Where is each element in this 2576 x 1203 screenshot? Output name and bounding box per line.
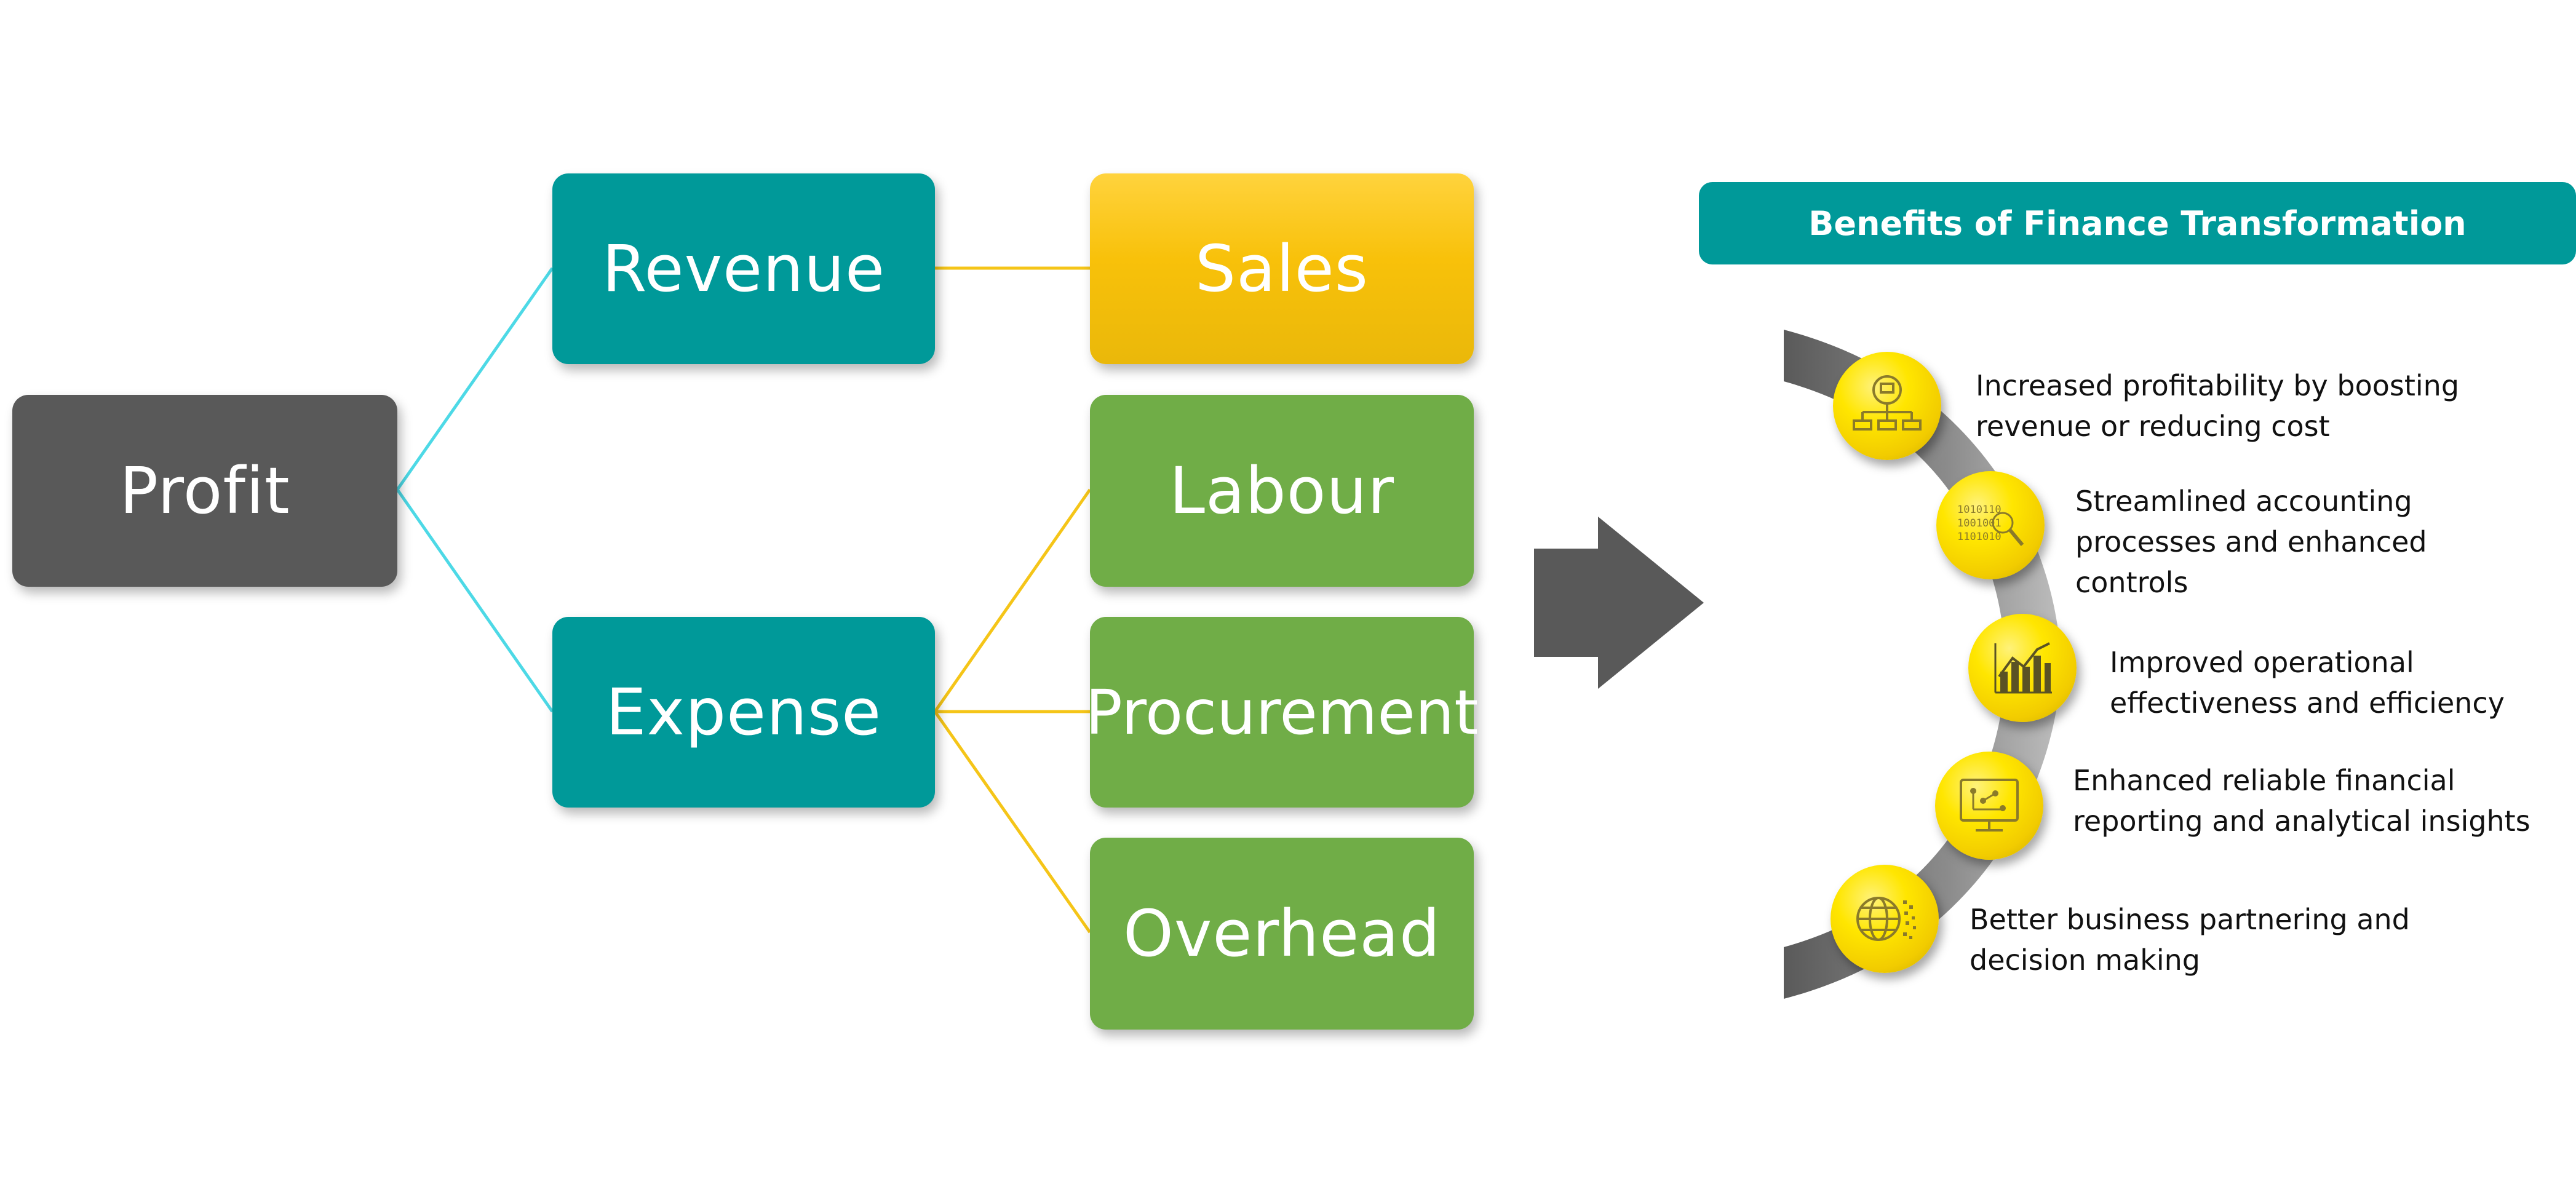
benefit-medal-4 [1935,752,2043,860]
expense-label: Expense [605,675,882,750]
benefit-text-2: Streamlined accounting processes and enh… [2075,481,2427,603]
benefit-medal-3 [1968,614,2077,722]
connector-expense-overhead [933,710,1092,934]
sales-label: Sales [1195,231,1369,306]
organization-network-icon [1853,375,1922,431]
svg-text:1010110: 1010110 [1957,504,2002,516]
revenue-label: Revenue [602,231,885,306]
benefit-text-5: Better business partnering and decision … [1970,899,2410,980]
revenue-box: Revenue [552,173,935,364]
binary-data-magnifier-icon: 1010110 1001001 1101010 [1957,504,2024,546]
benefit-text-1: Increased profitability by boosting reve… [1976,365,2459,447]
labour-label: Labour [1169,453,1394,528]
sales-box: Sales [1090,173,1474,364]
labour-box: Labour [1090,395,1474,587]
svg-text:1001001: 1001001 [1957,517,2002,530]
bar-chart-growth-icon [1994,642,2052,694]
transformation-arrow-icon [1534,517,1704,689]
benefits-title-banner: Benefits of Finance Transformation [1699,182,2576,264]
benefit-2-line3: controls [2075,566,2188,599]
benefit-1-line2: revenue or reducing cost [1976,410,2330,443]
benefit-2-line2: processes and enhanced [2075,525,2427,558]
monitor-analytics-icon [1960,779,2019,832]
profit-box: Profit [12,395,397,587]
overhead-box: Overhead [1090,838,1474,1030]
procurement-label: Procurement [1085,676,1479,748]
benefit-1-line1: Increased profitability by boosting [1976,369,2460,402]
connector-profit-revenue [396,267,554,491]
procurement-box: Procurement [1086,617,1478,808]
benefit-3-line2: effectiveness and efficiency [2110,686,2505,720]
expense-box: Expense [552,617,935,808]
benefit-2-line1: Streamlined accounting [2075,485,2412,518]
globe-network-icon [1856,897,1916,941]
benefit-3-line1: Improved operational [2110,646,2414,679]
benefit-4-line2: reporting and analytical insights [2073,804,2530,838]
svg-text:1101010: 1101010 [1957,531,2002,543]
overhead-label: Overhead [1123,896,1441,971]
benefit-5-line2: decision making [1970,943,2201,977]
profit-label: Profit [119,453,290,528]
benefit-text-3: Improved operational effectiveness and e… [2110,642,2505,723]
benefit-4-line1: Enhanced reliable financial [2073,764,2455,797]
benefit-medal-5 [1831,865,1939,973]
benefit-text-4: Enhanced reliable financial reporting an… [2073,760,2530,841]
benefit-medal-1 [1833,352,1941,460]
benefits-title: Benefits of Finance Transformation [1808,204,2467,243]
connector-profit-expense [396,488,554,713]
benefit-5-line1: Better business partnering and [1970,903,2410,936]
connector-expense-labour [933,488,1092,713]
benefit-medal-2: 1010110 1001001 1101010 [1936,471,2045,579]
